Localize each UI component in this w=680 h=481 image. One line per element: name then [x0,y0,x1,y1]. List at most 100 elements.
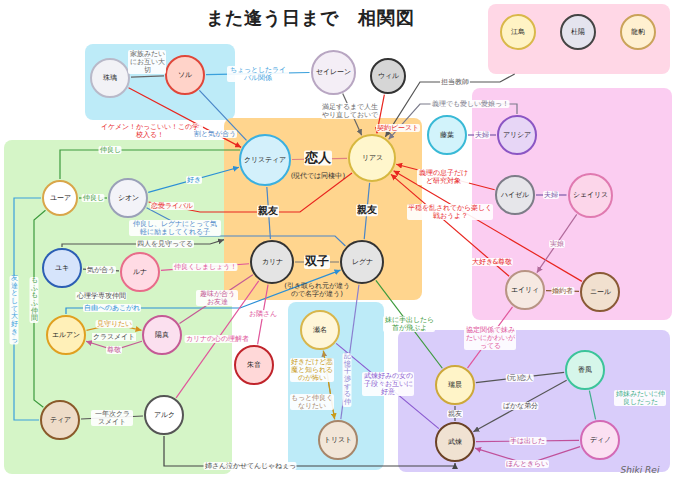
relation-line [376,280,442,368]
relation-label: 恋愛ライバル [150,202,194,210]
relation-label: ちょっとしたライバル関係 [227,65,289,81]
relation-label: カリナの心の理解者 [185,335,250,343]
relation-label: もふもふ仲間 [30,277,39,323]
relation-label: 夫婦 [543,191,559,199]
character-circle: ディノ [580,420,620,460]
relation-label: 友達として大好きっ [10,275,19,344]
free-note: 心理学専攻仲間 [76,292,127,300]
character-circle: セイレーン [311,50,356,95]
relation-label: お隣さん [248,310,278,318]
character-name: 陽真 [155,332,169,339]
character-circle: ユーア [42,180,78,216]
character-name: アリシア [503,132,531,139]
relation-label: 親友 [257,205,279,217]
character-name: ハイゼル [501,192,529,199]
relation-label: 姉さん泣かせてんじゃねぇっ [204,462,297,470]
character-circle: レグナ [340,240,384,284]
panel-ground [398,330,670,472]
relation-label: 手は出した [509,437,546,445]
character-name: シェイリス [573,192,608,199]
character-name: アルク [154,412,175,419]
character-name: ニール [590,289,611,296]
character-circle: リアス [348,134,396,182]
character-name: 江島 [511,29,525,36]
character-name: ルナ [133,269,147,276]
relation-line [179,275,252,324]
panel-note: (引き取られ元が違うので名字が違う) [281,282,353,298]
relation-label: 満足するまで人生やり直しておいで [321,103,379,119]
relation-label: 家族みたいにお互い大切 [128,50,166,74]
panel-note: (現代では同棲中) [291,172,345,180]
character-name: 瀬名 [313,327,327,334]
character-circle: ソル [165,55,205,95]
relation-line [341,285,359,419]
character-circle: カリナ [250,240,294,284]
character-circle: ユキ [42,248,82,288]
character-name: 朱音 [247,362,261,369]
relation-line [161,264,249,271]
character-name: ウィル [378,73,399,80]
relation-label: 仲良くしましょう！ [173,263,238,271]
relation-label: 協定関係で妹みたいにかわいがってる [464,325,516,349]
relation-label: 好きだけど悪魔と知られるのが怖い [290,358,334,382]
character-circle: 朱音 [234,345,274,385]
character-circle: 珠璃 [90,58,130,98]
character-circle: 瀬名 [300,310,340,350]
relation-label: 好き [186,176,202,184]
character-circle: エイリィ [505,270,545,310]
relation-line [336,343,439,428]
relation-label: 仲良し [82,194,105,202]
panel-ground [472,88,672,320]
relation-label: 記憶干渉する仲 [343,353,352,407]
character-name: エルアン [52,332,80,339]
panel-ground [224,118,422,300]
character-name: セイレーン [316,69,351,76]
relation-label: ほんときらい [505,460,549,468]
relation-label: 義理でも愛しい愛娘っ！ [431,100,510,108]
relation-label: 親友 [447,410,463,418]
character-name: 香風 [578,367,592,374]
character-name: トリスト [324,437,352,444]
relation-line [537,214,577,272]
relation-line [476,372,564,382]
character-name: 瑞晨 [448,382,462,389]
relation-label: 尊敬 [106,346,122,354]
relation-label: 夫婦 [474,131,490,139]
relation-label: 四人を見守ってる [136,240,194,248]
character-name: ソル [178,72,192,79]
character-circle: クリスティア [239,134,291,186]
watermark: Shiki Rei [620,465,661,475]
character-name: リアス [362,155,383,162]
relation-label: 担当教師 [440,78,470,86]
relation-line [589,391,595,420]
character-circle: ルナ [120,252,160,292]
character-circle: シェイリス [568,173,613,218]
relation-label: 趣味が合うお友達 [196,290,238,306]
relation-label: イケメン！かっこいい！この学校入る！ [97,123,203,139]
character-circle: エルアン [46,315,86,355]
relation-label: 親友 [356,204,378,216]
panel-ground [4,140,232,474]
character-name: 杜陽 [571,29,585,36]
panel-ground [488,4,670,74]
character-name: シオン [118,195,139,202]
character-name: エイリィ [511,287,539,294]
character-name: 藤葉 [440,132,454,139]
group-panel: (現代では同棲中) (引き取られ元が違うので名字が違う) クリスティア リアスカリナ レ… [224,118,422,300]
relation-label: 大好き&尊敬 [471,258,513,266]
relation-label: 仲良し [99,146,122,154]
group-panel: 江島 杜陽 龍豹 [488,4,670,74]
relation-line [148,167,239,192]
diagram-title: また逢う日まで 相関図 [0,6,620,30]
character-circle: トリスト [318,420,358,460]
character-circle: ティア [40,400,80,440]
relation-label: 義理の息子だけど研究対象 [417,169,469,185]
character-circle: 龍豹 [620,14,656,50]
free-note: クラスメイト [92,333,136,341]
character-circle: ウィル [370,58,406,94]
character-name: 珠璃 [103,75,117,82]
relation-label: 割と気が合う [193,130,237,138]
character-circle: 瑞晨 [435,365,475,405]
